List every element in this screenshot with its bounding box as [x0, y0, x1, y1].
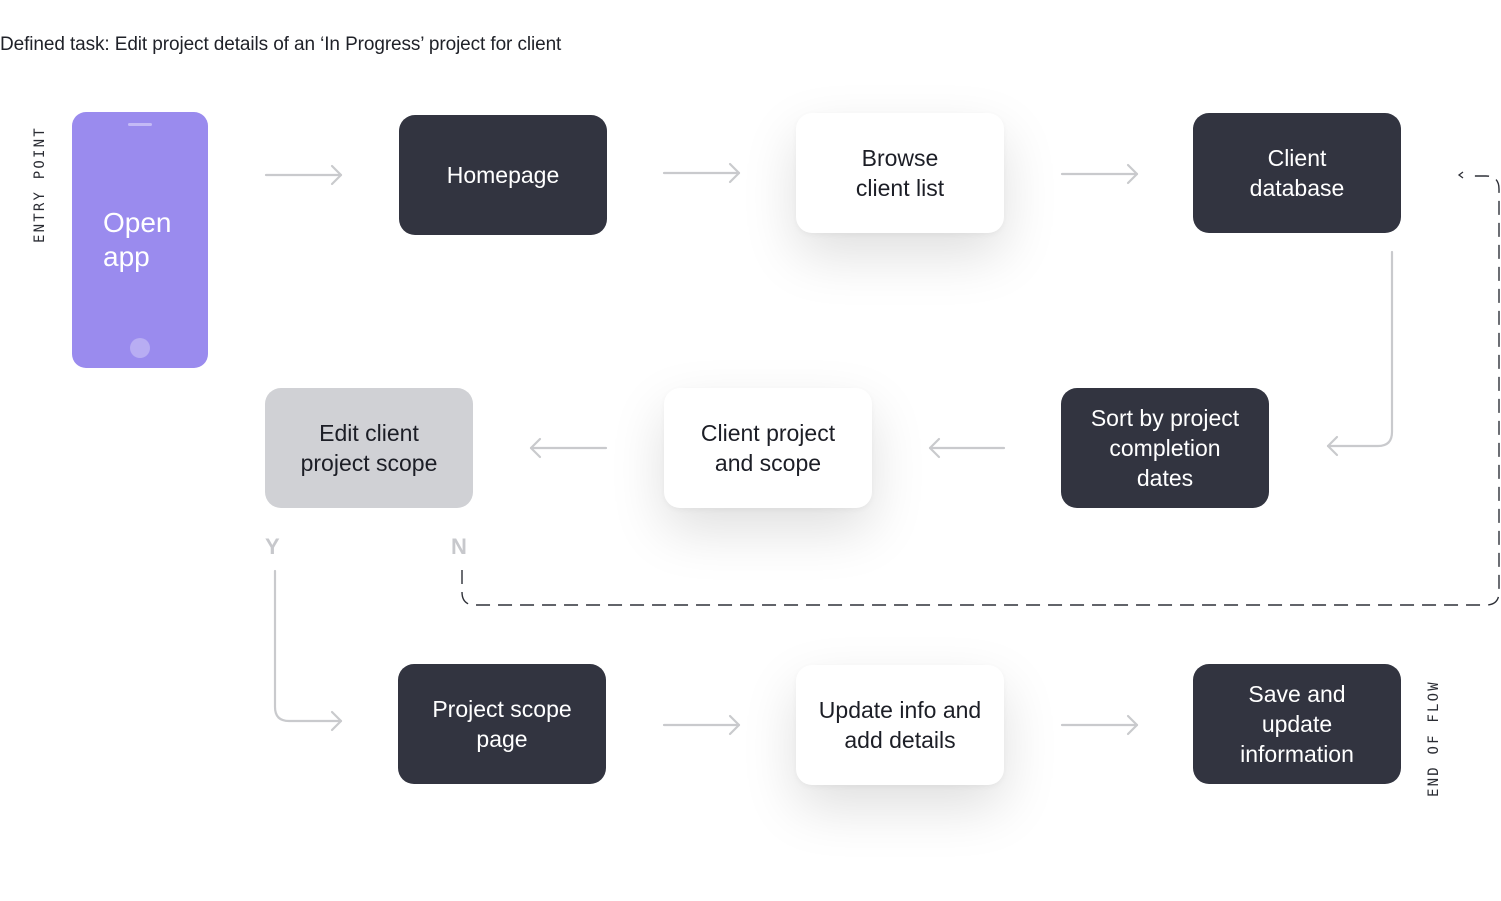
phone-label: Open app	[103, 207, 172, 272]
arrow-homepage-to-browse	[662, 162, 741, 184]
task-title: Defined task: Edit project details of an…	[0, 34, 562, 55]
arrow-database-to-sort	[1326, 250, 1394, 457]
node-save-update-information[interactable]: Save and update information	[1193, 664, 1401, 784]
node-project-scope-page[interactable]: Project scope page	[398, 664, 606, 784]
arrow-sort-to-client-project	[928, 437, 1006, 459]
branch-yes-label: Y	[265, 534, 280, 559]
arrow-browse-to-database	[1060, 163, 1139, 185]
arrow-client-project-to-edit	[529, 437, 608, 459]
node-browse-client-list[interactable]: Browse client list	[796, 113, 1004, 233]
phone-open-app[interactable]: Open app	[72, 112, 208, 368]
node-update-info[interactable]: Update info and add details	[796, 665, 1004, 785]
phone-speaker-icon	[128, 123, 152, 126]
phone-home-button-icon	[130, 338, 150, 358]
arrow-scope-page-to-update	[662, 714, 741, 736]
node-homepage[interactable]: Homepage	[399, 115, 607, 235]
node-client-database[interactable]: Client database	[1193, 113, 1401, 233]
node-sort-by-completion[interactable]: Sort by project completion dates	[1061, 388, 1269, 508]
dashed-arrowhead-icon	[1457, 171, 1464, 179]
arrow-app-to-homepage	[264, 164, 343, 186]
arrow-update-to-save	[1060, 714, 1139, 736]
arrow-no-back-to-database	[461, 175, 1500, 606]
decision-edit-client-project-scope[interactable]: Edit client project scope	[265, 388, 473, 508]
branch-no-label: N	[451, 534, 467, 559]
node-client-project-scope[interactable]: Client project and scope	[664, 388, 872, 508]
arrow-yes-to-scope-page	[273, 569, 343, 732]
